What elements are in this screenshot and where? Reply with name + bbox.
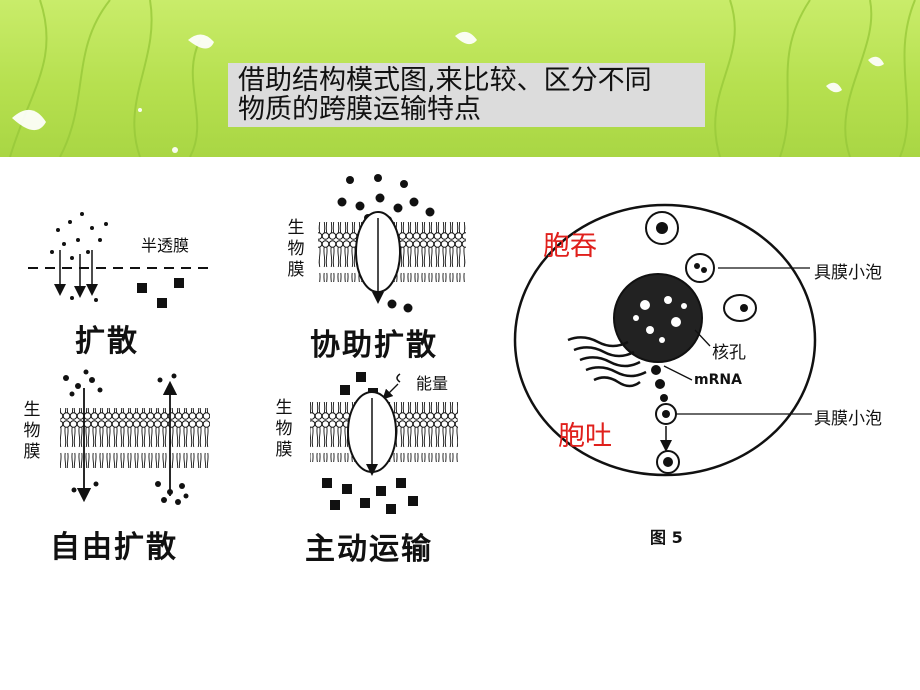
exocytosis-label: 胞吐 [558,421,612,452]
banner-decoration [9,0,916,157]
active-transport-diagram [310,372,458,514]
nuclear-pore-label: 核孔 [712,343,746,363]
leaf-icon [826,82,842,93]
mrna-label: mRNA [694,372,742,388]
leaf-icon [188,34,214,49]
endocytosis-label: 胞吞 [543,231,597,262]
free-diffusion-membrane-label: 生物膜 [23,400,41,462]
leaf-icon [455,31,477,45]
energy-label: 能量 [416,374,449,393]
leaf-icon [12,109,46,131]
semipermeable-membrane-label: 半透膜 [141,236,190,255]
facilitated-diffusion-diagram [318,174,466,313]
vesicle-icon [685,253,715,283]
title-box: 借助结构模式图,来比较、区分不同 物质的跨膜运输特点 [228,63,705,127]
figure-caption: 图 5 [650,528,683,547]
facilitated-membrane-label: 生物膜 [287,218,305,280]
header-banner: 借助结构模式图,来比较、区分不同 物质的跨膜运输特点 [0,0,920,157]
cell-diagram [513,203,817,477]
diffusion-diagram [28,212,208,308]
title-line-2: 物质的跨膜运输特点 [238,94,481,125]
facilitated-diffusion-caption: 协助扩散 [310,328,438,363]
nucleus [613,273,703,363]
vesicle-label-bottom: 具膜小泡 [814,409,882,429]
diffusion-caption: 扩散 [75,324,139,359]
active-membrane-label: 生物膜 [275,398,293,460]
vesicle-label-top: 具膜小泡 [814,263,882,283]
active-transport-caption: 主动运输 [305,532,433,567]
title-line-1: 借助结构模式图,来比较、区分不同 [238,65,652,96]
free-diffusion-caption: 自由扩散 [50,530,178,565]
free-diffusion-diagram [60,369,210,505]
leaf-icon [868,56,884,67]
